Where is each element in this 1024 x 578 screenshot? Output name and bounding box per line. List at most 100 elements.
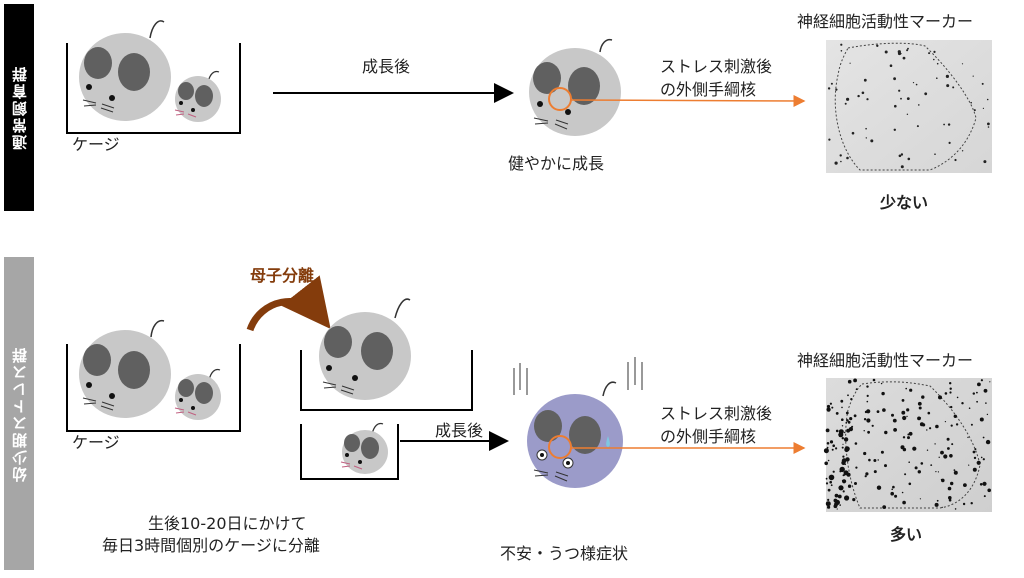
stain-dot <box>950 481 954 486</box>
cage-stress-mother <box>300 350 473 411</box>
stain-dot <box>948 141 951 144</box>
stain-dot <box>853 378 857 383</box>
stain-dot <box>838 429 844 435</box>
stain-dot <box>941 506 943 508</box>
stain-dot <box>846 419 849 422</box>
stain-dot <box>944 421 947 423</box>
stain-dot <box>863 78 867 82</box>
stain-dot <box>901 491 904 494</box>
stain-dot <box>901 399 905 402</box>
stain-dot <box>902 447 907 452</box>
stain-dot <box>908 461 910 464</box>
stain-dot <box>827 459 830 462</box>
stain-dot <box>951 443 954 446</box>
stain-dot <box>893 128 896 131</box>
stain-dot <box>841 458 847 463</box>
stain-dot <box>849 62 851 64</box>
stain-dot <box>898 89 901 92</box>
stain-dot <box>943 454 948 459</box>
stain-dot <box>835 412 839 415</box>
stain-dot <box>828 138 831 141</box>
stain-dot <box>933 58 935 61</box>
stain-dot <box>933 50 936 54</box>
cage-normal <box>66 43 241 134</box>
stain-dot <box>836 508 838 510</box>
stain-dot <box>829 440 834 444</box>
stain-dot <box>863 451 867 456</box>
pup-mouse-normal <box>174 70 221 122</box>
stain-dot <box>826 407 831 412</box>
stain-dot <box>837 494 842 499</box>
stain-dot <box>841 446 844 449</box>
stain-dot <box>949 391 952 394</box>
stain-dot <box>842 490 845 493</box>
stain-dot <box>980 379 984 382</box>
stain-dot <box>943 123 945 126</box>
stain-dot <box>891 488 893 491</box>
stain-dot <box>982 436 985 439</box>
stain-dot <box>985 402 987 404</box>
stain-dot <box>867 430 870 434</box>
stain-dot <box>961 402 964 405</box>
marker-title-stress: 神経細胞活動性マーカー <box>797 351 974 370</box>
grow-label-normal: 成長後 <box>362 57 411 76</box>
sidebar-normal-group: 通常飼育群 <box>4 4 34 211</box>
stain-dot <box>921 395 925 399</box>
stain-dot <box>950 424 953 427</box>
stain-dot <box>825 477 828 480</box>
outcome-stress: 不安・うつ様症状 <box>500 544 629 563</box>
sidebar-stress-group: 幼少期ストレス群 <box>4 257 34 570</box>
stain-dot <box>872 378 876 382</box>
stain-dot <box>983 160 987 164</box>
anxiety-lines <box>513 357 643 395</box>
stain-dot <box>842 455 845 458</box>
stain-dot <box>834 493 839 498</box>
stain-dot <box>876 485 882 490</box>
stain-dot <box>865 472 869 476</box>
stain-dot <box>826 442 830 445</box>
stain-dot <box>961 150 964 152</box>
stain-dot <box>841 425 844 427</box>
stain-dot <box>866 394 869 397</box>
stain-dot <box>989 381 991 383</box>
stain-dot <box>934 502 939 507</box>
stain-dot <box>909 388 913 392</box>
stain-dot <box>882 408 886 412</box>
stain-dot <box>840 399 844 403</box>
stain-dot <box>907 47 909 50</box>
mother-mouse-normal <box>79 20 171 121</box>
stain-dot <box>972 75 974 77</box>
stain-dot <box>983 388 988 393</box>
stain-dot <box>853 414 857 418</box>
stain-dot <box>949 454 953 458</box>
stain-dot <box>847 420 851 424</box>
stain-dot <box>892 485 895 489</box>
stain-dot <box>968 464 970 466</box>
stain-dot <box>833 498 838 503</box>
stain-dot <box>830 82 833 85</box>
stain-dot <box>940 450 944 455</box>
stain-dot <box>900 165 904 169</box>
stain-dot <box>941 478 945 483</box>
stain-dot <box>864 410 868 414</box>
stain-dot <box>906 97 910 100</box>
mother-mouse-stress <box>79 319 171 418</box>
stain-dot <box>890 491 894 496</box>
stain-dot <box>937 471 940 473</box>
stain-dot <box>834 161 838 165</box>
stain-dot <box>864 475 867 478</box>
stain-dot <box>953 470 958 475</box>
stain-dot <box>974 448 977 451</box>
stain-dot <box>938 395 942 400</box>
marker-result-stress: 多い <box>890 525 923 544</box>
stain-dot <box>947 447 950 450</box>
stain-dot <box>967 436 969 439</box>
stain-dot <box>901 410 906 415</box>
stain-dot <box>947 123 951 126</box>
separation-label: 母子分離 <box>250 266 315 285</box>
anxious-grown-mouse <box>527 381 623 488</box>
stain-dot <box>897 50 901 54</box>
stain-dot <box>934 153 936 155</box>
stain-dot <box>889 64 893 67</box>
stain-dot <box>954 508 957 510</box>
